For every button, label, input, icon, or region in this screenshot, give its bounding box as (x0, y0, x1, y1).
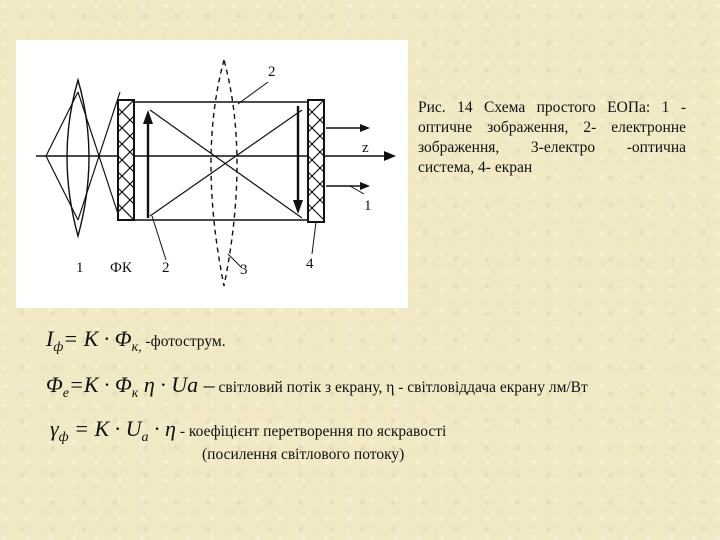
formula-lhs-sub: е (62, 386, 69, 401)
input-ray (45, 91, 79, 157)
label-electron-lens: 2 (268, 64, 276, 80)
formula-lhs-sub: ф (53, 340, 64, 355)
optical-image-arrowhead (143, 110, 153, 124)
axis-arrowhead (384, 151, 396, 161)
label-screen: 4 (306, 256, 314, 272)
formula-eq: =K · Φ (68, 372, 132, 397)
label-electron-image: 2 (162, 260, 170, 276)
input-lens (66, 77, 90, 239)
diagram-panel: 1 ФК 2 2 3 4 z 1 (16, 40, 408, 308)
label-leader (151, 215, 167, 261)
label-leader (349, 185, 365, 195)
label-leader (237, 81, 269, 105)
image-converter-diagram: 1 ФК 2 2 3 4 z 1 (36, 57, 396, 287)
formula-desc: -фотострум. (141, 333, 226, 350)
formula-eq-sub: к (131, 386, 139, 401)
label-photocathode: ФК (110, 260, 133, 276)
photocathode-block (117, 99, 135, 221)
electron-ray (149, 109, 303, 217)
formula-lhs-sub: ф (58, 430, 69, 445)
electron-image-arrowhead (293, 200, 303, 214)
input-ray (45, 155, 79, 221)
formula-gain-note: (посилення світлового потоку) (202, 446, 405, 463)
electron-lens (210, 57, 238, 287)
formula-gain: γф = K · Ua · η - коефіцієнт перетворенн… (50, 416, 446, 446)
formula-lhs: I (46, 326, 54, 351)
label-leader (311, 221, 317, 255)
formula-photocurrent: Iф= K · Φк, -фотострум. (46, 326, 226, 356)
formula-desc: - коефіцієнт перетворення по яскравості (175, 423, 447, 440)
figure-caption: Рис. 14 Схема простого ЕОПа: 1 - оптичне… (418, 99, 686, 176)
photocathode-hatch (117, 99, 135, 221)
formula-eq: = K · Φ (63, 326, 132, 351)
formula-eq-sub: к, (131, 340, 142, 355)
output-ray-arrowhead (360, 124, 370, 132)
input-ray (77, 91, 121, 221)
formula-lhs: γ (50, 416, 59, 441)
formula-mid: η · Ua – (138, 372, 215, 397)
formula-flux: Φе=K · Φк η · Ua – світловий потік з екр… (46, 372, 588, 402)
label-electro-optics: 3 (240, 262, 248, 278)
formula-mid: · η (148, 416, 176, 441)
output-ray-arrowhead (360, 182, 370, 190)
electron-ray (149, 109, 303, 219)
formula-desc: світловий потік з екрану, η - світловідд… (214, 379, 588, 396)
label-lens-1: 1 (76, 260, 84, 276)
formula-eq-sub: a (141, 430, 149, 445)
label-output-ray: 1 (364, 198, 372, 214)
formula-eq: = K · U (68, 416, 142, 441)
formula-lhs: Φ (46, 372, 63, 397)
label-axis: z (362, 140, 369, 156)
label-leader (227, 253, 243, 269)
screen-hatch (307, 99, 325, 221)
